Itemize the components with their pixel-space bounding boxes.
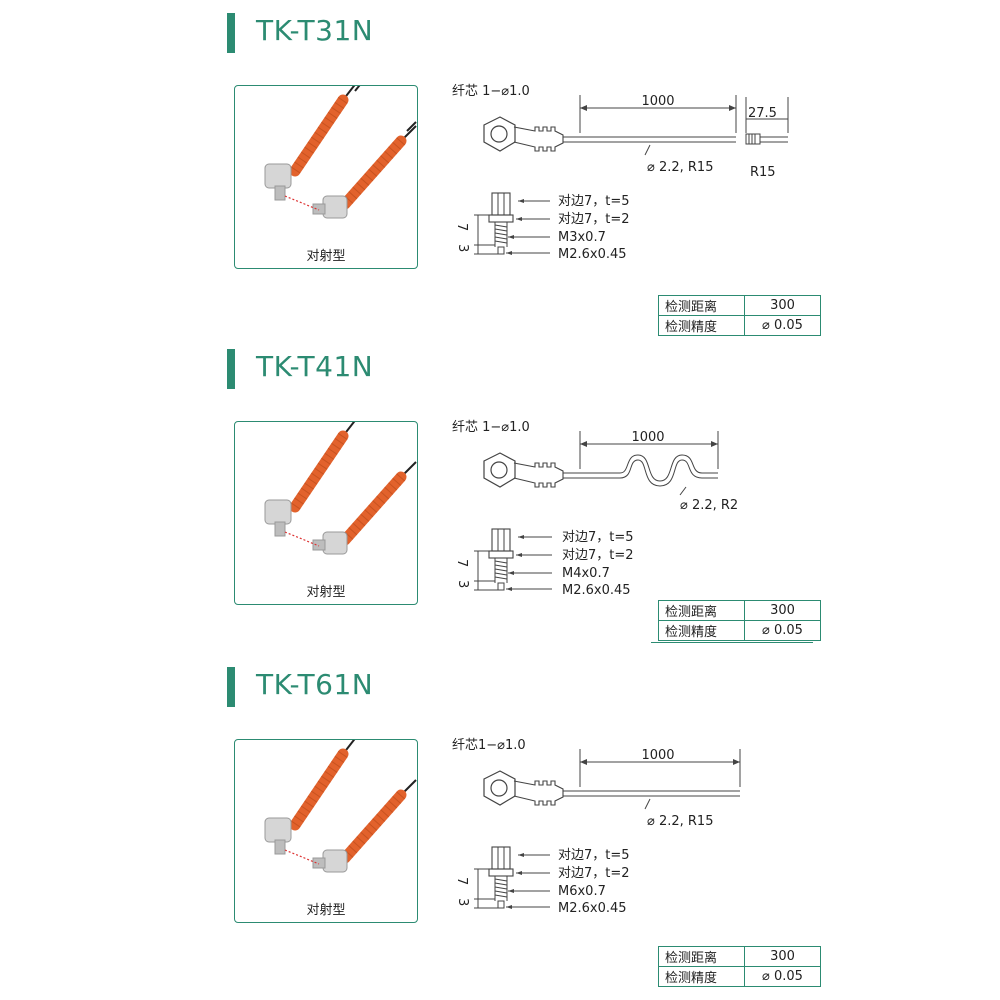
photo-caption: 对射型 (306, 249, 346, 264)
core-label: 纤芯1−⌀1.0 (452, 738, 526, 753)
spec-key: 检测精度 (658, 966, 745, 987)
length-label: 1000 (641, 748, 674, 763)
length-label: 1000 (631, 430, 664, 445)
spec-label-4: M2.6x0.45 (558, 247, 627, 262)
product-photo: 对射型 (234, 85, 418, 269)
spec-value: ⌀ 0.05 (744, 620, 821, 641)
spec-label-2: 对边7，t=2 (558, 212, 630, 227)
spec-label-4: M2.6x0.45 (562, 583, 631, 598)
fiber-photo-illustration (264, 740, 417, 873)
spec-value: ⌀ 0.05 (744, 315, 821, 336)
table-row: 检测距离 300 (658, 946, 821, 967)
cable-label: ⌀ 2.2, R2 (680, 498, 738, 513)
dim3-label: 3 (455, 244, 470, 252)
dim7-label: 7 (454, 559, 469, 567)
title-accent-bar (227, 13, 235, 53)
spec-label-1: 对边7，t=5 (558, 194, 630, 209)
spec-value: 300 (744, 600, 821, 621)
product-title: TK-T31N (256, 14, 374, 47)
table-row: 检测距离 300 (658, 600, 821, 621)
core-label: 纤芯 1−⌀1.0 (452, 84, 530, 99)
dim7-label: 7 (454, 877, 469, 885)
spec-table: 检测距离 300 检测精度 ⌀ 0.05 (658, 946, 821, 987)
tip-r-label: R15 (750, 165, 776, 180)
product-section-t61n: TK-T61N 对射型 纤芯1−⌀1.0 1000 ⌀ 2.2 (0, 654, 1000, 987)
fiber-photo-illustration (264, 422, 417, 555)
table-underline (651, 642, 813, 643)
title-accent-bar (227, 667, 235, 707)
table-row: 检测距离 300 (658, 295, 821, 316)
tip-dim-label: 27.5 (748, 106, 777, 121)
spec-value: 300 (744, 946, 821, 967)
spec-key: 检测精度 (658, 315, 745, 336)
spec-label-1: 对边7，t=5 (562, 530, 634, 545)
spec-key: 检测距离 (658, 600, 745, 621)
spec-label-3: M4x0.7 (562, 566, 610, 581)
technical-drawing: 纤芯 1−⌀1.0 1000 ⌀ 2.2, R15 27.5 R15 7 3 (452, 84, 789, 262)
spec-label-3: M3x0.7 (558, 230, 606, 245)
spec-key: 检测距离 (658, 295, 745, 316)
length-label: 1000 (641, 94, 674, 109)
spec-label-4: M2.6x0.45 (558, 901, 627, 916)
spec-label-2: 对边7，t=2 (558, 866, 630, 881)
spec-table: 检测距离 300 检测精度 ⌀ 0.05 (658, 600, 821, 641)
spec-table: 检测距离 300 检测精度 ⌀ 0.05 (658, 295, 821, 336)
product-photo: 对射型 (234, 739, 418, 923)
product-section-t41n: TK-T41N 对射型 纤芯 1−⌀1.0 1000 ⌀ 2. (0, 336, 1000, 666)
product-title: TK-T41N (256, 350, 374, 383)
spec-label-2: 对边7，t=2 (562, 548, 634, 563)
title-accent-bar (227, 349, 235, 389)
core-label: 纤芯 1−⌀1.0 (452, 420, 530, 435)
table-row: 检测精度 ⌀ 0.05 (658, 315, 821, 336)
dim3-label: 3 (455, 580, 470, 588)
dim7-label: 7 (454, 223, 469, 231)
photo-caption: 对射型 (306, 585, 346, 600)
spec-label-1: 对边7，t=5 (558, 848, 630, 863)
spec-value: 300 (744, 295, 821, 316)
cable-label: ⌀ 2.2, R15 (647, 814, 713, 829)
product-section-t31n: TK-T31N 对射型 纤芯 1−⌀1.0 (0, 0, 1000, 336)
dim3-label: 3 (455, 898, 470, 906)
spec-key: 检测精度 (658, 620, 745, 641)
photo-caption: 对射型 (306, 903, 346, 918)
product-photo: 对射型 (234, 421, 418, 605)
fiber-photo-illustration (264, 86, 417, 219)
spec-label-3: M6x0.7 (558, 884, 606, 899)
table-row: 检测精度 ⌀ 0.05 (658, 966, 821, 987)
cable-label: ⌀ 2.2, R15 (647, 160, 713, 175)
product-title: TK-T61N (256, 668, 374, 701)
spec-value: ⌀ 0.05 (744, 966, 821, 987)
technical-drawing: 纤芯 1−⌀1.0 1000 ⌀ 2.2, R2 7 3 对边7，t=5 对边7… (452, 420, 738, 598)
technical-drawing: 纤芯1−⌀1.0 1000 ⌀ 2.2, R15 7 3 对边7，t=5 对边7… (452, 738, 741, 916)
table-row: 检测精度 ⌀ 0.05 (658, 620, 821, 641)
spec-key: 检测距离 (658, 946, 745, 967)
